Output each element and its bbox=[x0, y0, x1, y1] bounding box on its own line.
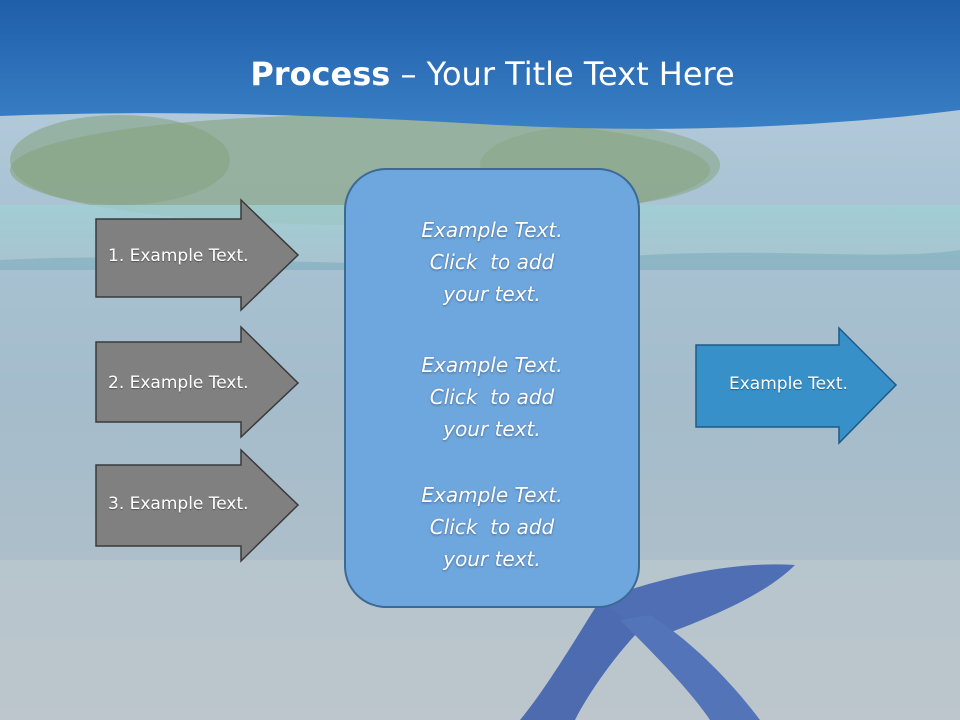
process-text-block-1[interactable]: Example Text. Click to add your text. bbox=[346, 214, 638, 310]
process-line: Click to add bbox=[429, 250, 555, 274]
starfish bbox=[520, 564, 795, 720]
arrow-shape-icon bbox=[95, 198, 300, 312]
process-line: Click to add bbox=[429, 515, 555, 539]
output-arrow-label: Example Text. bbox=[729, 374, 848, 394]
process-line: Example Text. bbox=[421, 483, 563, 507]
input-arrow-1[interactable]: 1. Example Text. bbox=[95, 198, 301, 312]
input-arrow-label: 3. Example Text. bbox=[108, 494, 249, 514]
arrow-shape-icon bbox=[95, 448, 300, 563]
input-arrow-label: 2. Example Text. bbox=[108, 373, 249, 393]
arrow-shape-icon bbox=[95, 325, 300, 439]
title-bold: Process bbox=[250, 55, 391, 93]
output-arrow[interactable]: Example Text. bbox=[695, 326, 901, 445]
process-line: Example Text. bbox=[421, 353, 563, 377]
input-arrow-2[interactable]: 2. Example Text. bbox=[95, 325, 301, 439]
process-line: Example Text. bbox=[421, 218, 563, 242]
input-arrow-label: 1. Example Text. bbox=[108, 246, 249, 266]
slide-title: Process – Your Title Text Here bbox=[0, 52, 960, 96]
process-line: your text. bbox=[443, 417, 541, 441]
header-banner bbox=[0, 0, 960, 129]
process-text-block-3[interactable]: Example Text. Click to add your text. bbox=[346, 479, 638, 575]
arrow-shape-icon bbox=[695, 326, 898, 445]
process-line: Click to add bbox=[429, 385, 555, 409]
process-text-block-2[interactable]: Example Text. Click to add your text. bbox=[346, 349, 638, 445]
process-box[interactable]: Example Text. Click to add your text. Ex… bbox=[344, 168, 640, 608]
title-rest: – Your Title Text Here bbox=[390, 55, 735, 93]
process-line: your text. bbox=[443, 547, 541, 571]
input-arrow-3[interactable]: 3. Example Text. bbox=[95, 448, 301, 563]
process-line: your text. bbox=[443, 282, 541, 306]
